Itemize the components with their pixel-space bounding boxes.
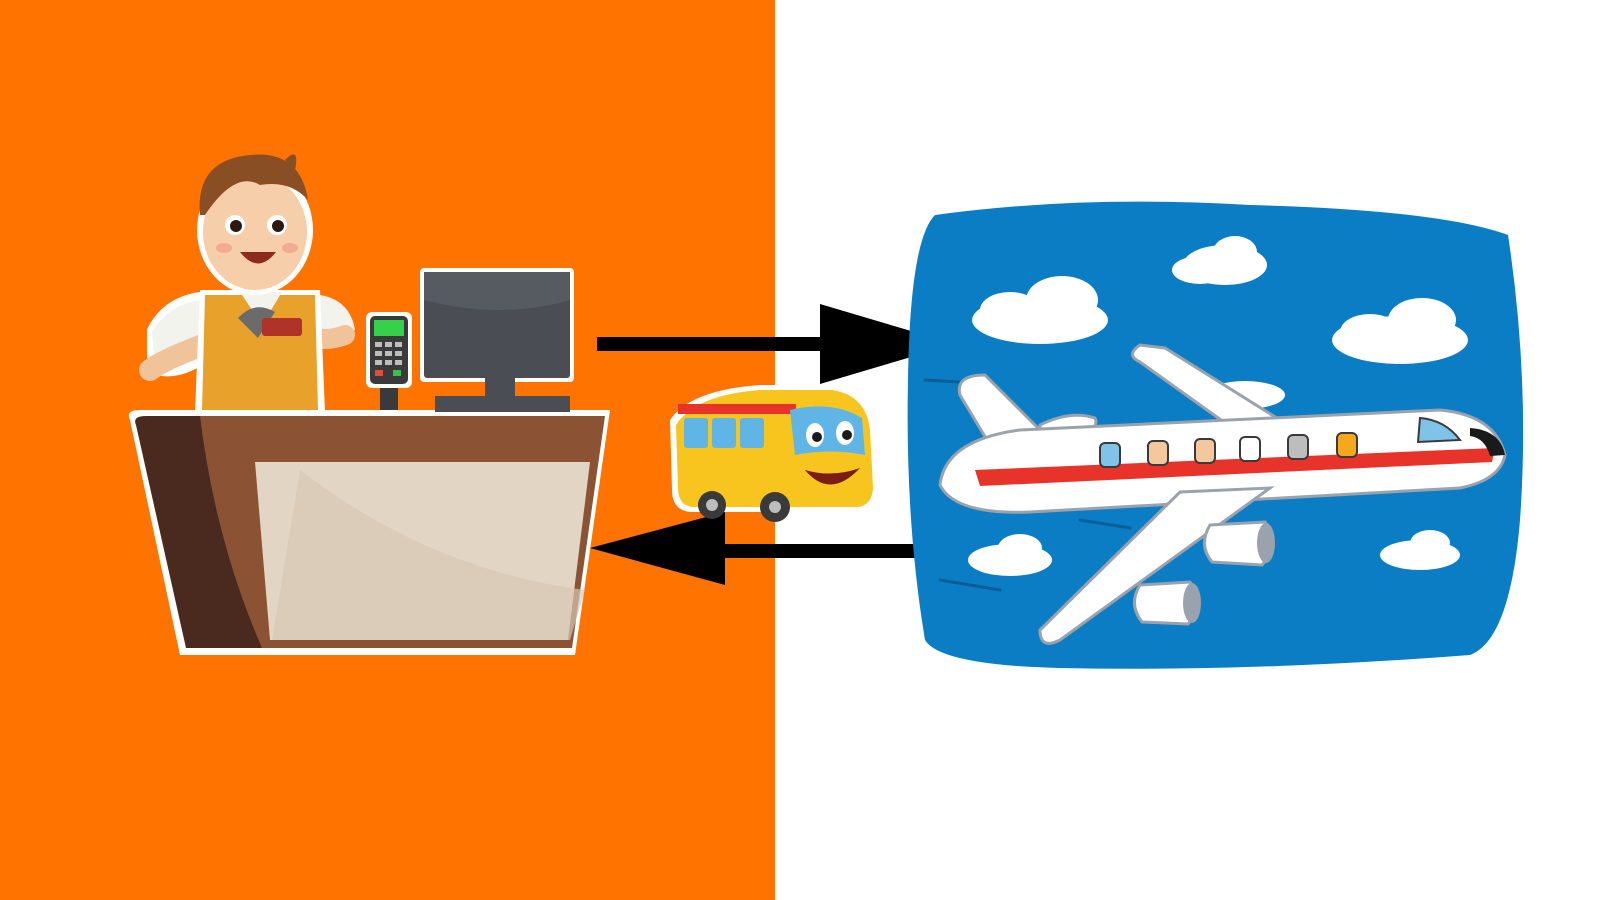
cashier-icon — [128, 154, 610, 655]
cashier-person — [139, 154, 355, 412]
arrow-left-icon — [590, 512, 948, 585]
airplane-icon — [907, 201, 1524, 669]
passenger-windows — [1099, 432, 1358, 468]
clouds — [968, 236, 1468, 576]
engines — [1133, 520, 1275, 626]
card-terminal — [366, 312, 412, 410]
monitor — [420, 268, 574, 412]
arrow-right-icon — [597, 304, 955, 384]
bus-icon — [670, 385, 878, 522]
counter — [128, 410, 610, 655]
speed-lines — [923, 378, 1132, 592]
